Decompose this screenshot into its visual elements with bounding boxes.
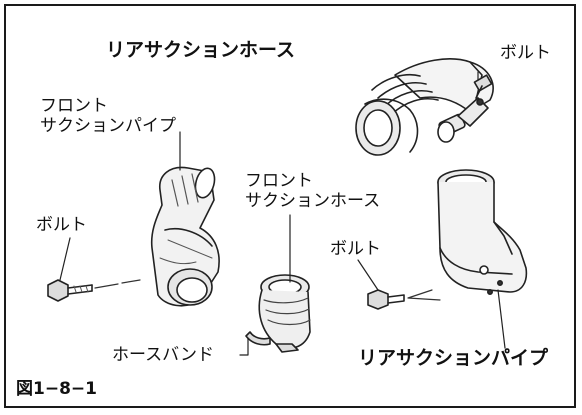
label-bolt-left: ボルト (36, 215, 87, 235)
label-front-suction-hose-line1: フロント (245, 171, 313, 191)
front-suction-pipe-drawing (150, 166, 220, 307)
bolt-left-drawing (47, 279, 141, 302)
front-suction-hose-drawing (245, 274, 311, 353)
label-rear-suction-hose: リアサクションホース (106, 39, 296, 61)
label-bolt-middle: ボルト (330, 239, 381, 259)
label-hose-band: ホースバンド (112, 345, 214, 365)
leader-bolt-left (59, 237, 71, 281)
label-front-suction-hose-line2: サクションホース (245, 191, 381, 211)
rear-suction-pipe-drawing (437, 169, 528, 295)
leader-lines (59, 71, 506, 356)
rear-suction-hose-drawing (355, 58, 494, 156)
leader-hose-band (239, 337, 249, 356)
label-rear-suction-pipe: リアサクションパイプ (358, 347, 549, 369)
figure-caption: 図1−8−1 (16, 379, 97, 399)
bolt-top-right-drawing (473, 74, 493, 99)
leader-rear-suction-pipe (497, 289, 506, 349)
label-bolt-top-right: ボルト (500, 43, 551, 63)
bolt-middle-drawing (367, 289, 441, 310)
leader-bolt-middle (357, 259, 379, 291)
label-front-suction-pipe-line1: フロント (40, 96, 108, 116)
label-front-suction-pipe-line2: サクションパイプ (40, 116, 176, 136)
